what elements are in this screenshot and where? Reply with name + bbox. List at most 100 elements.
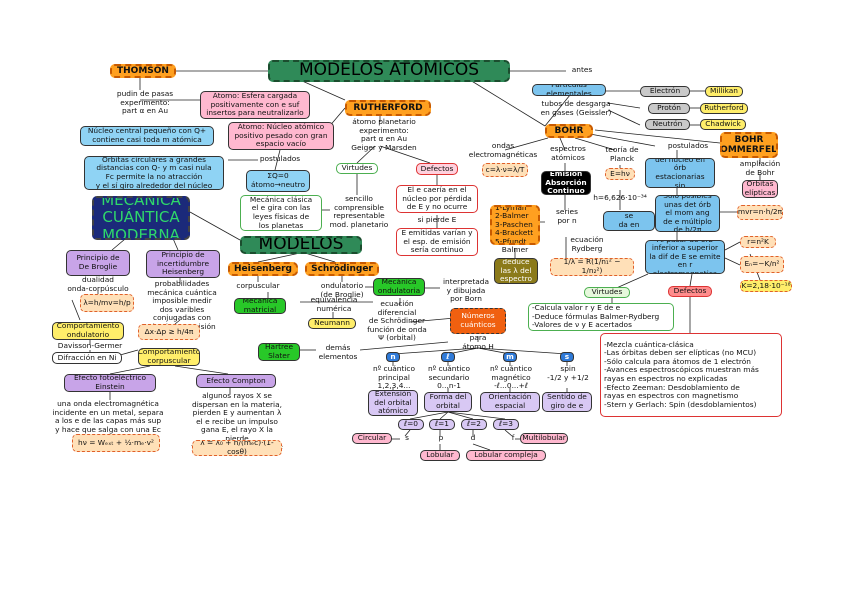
schrodinger-eq: ecuación diferencial de Schrödinger func… — [367, 299, 427, 343]
qn-n-symbol: n — [386, 352, 400, 362]
bohr-planck: teoría de Planck — [605, 145, 639, 163]
qn-l-desc: Forma del orbital — [424, 392, 472, 412]
quantum-numbers-node: Números cuánticos — [450, 308, 506, 334]
shape-lobular-compleja: Lobular compleja — [466, 450, 546, 461]
bohr-e-formula: Eₙ=−K/n² — [740, 256, 784, 273]
l-value-3: ℓ=3 — [493, 419, 519, 430]
shape-multilobular: Multilobular — [520, 433, 568, 444]
rutherford-defect2: E emitidas varían y el esp. de emisión s… — [396, 228, 478, 256]
bohr-node: BOHR — [545, 124, 593, 138]
schrodinger-ond: ondulatorio (de Broglie) — [320, 281, 364, 299]
bohr-balmer: Balmer — [501, 245, 529, 254]
l-value-1: ℓ=1 — [429, 419, 455, 430]
qn-l-name: nº cuántico secundario 0...n-1 — [427, 364, 470, 391]
corp-behaviour: Comportamiento corpuscular — [138, 348, 200, 366]
bohr-particles: Partículas elementales — [532, 84, 606, 96]
hartree-slater: Hartree Slater — [258, 343, 300, 361]
l-letter-f: f — [511, 433, 515, 442]
thomson-atom: Átomo: Esfera cargada positivamente con … — [200, 91, 310, 119]
heisenberg-model: Heisenberg — [228, 262, 298, 276]
qn-n-desc: Extensión del orbital atómico — [368, 390, 418, 416]
bohr-ehv: E=hν — [605, 168, 635, 180]
bohr-postulates: postulados — [667, 141, 709, 150]
difraction-ni: Difracción en Ni — [52, 352, 122, 364]
debroglie-node: Principio de De Broglie — [66, 250, 130, 276]
rutherford-atom: Átomo: Núcleo atómico positivo pesado co… — [228, 122, 334, 150]
other-elements: demás elementos — [318, 343, 358, 361]
heisenberg-principle: Principio de incertidumbre Heisenberg — [146, 250, 220, 278]
rutherford-mech: Mecánica clásica el e gira con las leyes… — [240, 195, 322, 231]
bohr-rutherford: Rutherford — [700, 103, 748, 114]
modern-node: MECÁNICA CUÁNTICA MODERNA — [92, 196, 190, 240]
born-interp: interpretada y dibujada por Born — [443, 277, 489, 304]
rutherford-orbits: Órbitas circulares a grandes distancias … — [84, 156, 224, 190]
bohr-defects: Defectos — [668, 286, 712, 297]
wave-behaviour: Comportamiento ondulatorio — [52, 322, 124, 340]
bohr-k-value: K=2,18·10⁻¹⁸ — [740, 280, 792, 292]
thomson-experiment: pudin de pasas experimento: part α en Au — [116, 89, 174, 116]
qn-l-symbol: ℓ — [441, 352, 455, 362]
bohr-neutron: Neutrón — [645, 119, 690, 130]
antes-label: antes — [571, 65, 593, 74]
thomson-node: THOMSON — [110, 64, 176, 78]
bohr-rydberg: 1/λ = R(1/n₁² − 1/n₂²) — [550, 258, 634, 276]
qn-s-symbol: s — [560, 352, 574, 362]
debroglie-dualidad: dualidad onda-corpúsculo — [67, 275, 129, 293]
rutherford-si-pierde: si pierde E — [417, 215, 457, 224]
debroglie-formula: λ=h/mv=h/p — [80, 294, 134, 312]
bohr-chadwick: Chadwick — [700, 119, 746, 130]
compton-formula: λ = λ₀ + h/(mₑc)·(1-cosθ) — [192, 440, 282, 456]
heisenberg-corp: corpuscular — [236, 281, 280, 290]
neumann-node: Neumann — [308, 318, 356, 329]
photoelectric-text: una onda electromagnética incidente en u… — [52, 399, 164, 434]
l-letter-s: s — [405, 433, 409, 442]
l-value-2: ℓ=2 — [461, 419, 487, 430]
compton-node: Efecto Compton — [196, 374, 276, 388]
sommerfeld-elliptic: Órbitas elípticas — [742, 180, 778, 198]
wave-mechanics: Mecánica ondulatoria — [373, 278, 425, 296]
models-node: MODELOS — [240, 236, 362, 254]
rutherford-postulates: postulados — [259, 154, 301, 163]
shape-circular: Circular — [352, 433, 392, 444]
bohr-series: 1-Lyman 2-Balmer 3-Paschen 4-Brackett 5-… — [490, 205, 540, 245]
bohr-h-value: h=6,626·10⁻³⁴ — [593, 193, 647, 202]
bohr-p2: Sólo posibles unas det órb el mom ang de… — [655, 195, 720, 232]
rutherford-defect1: El e caería en el núcleo por pérdida de … — [396, 185, 478, 213]
bohr-virtues-text: -Calcula valor r y E de e -Deduce fórmul… — [528, 303, 674, 331]
sommerfeld-ampl: ampliación de Bohr — [739, 159, 781, 177]
bohr-virtues: Virtudes — [584, 287, 630, 298]
qn-s-name: spin -1/2 y +1/2 — [547, 364, 589, 382]
rutherford-node: RUTHERFORD — [345, 100, 431, 116]
schrodinger-model: Schrödinger — [305, 262, 379, 276]
bohr-rydberg-label: ecuación Rydberg — [570, 235, 604, 253]
bohr-p1: e giran alrededor del núcleo en órb esta… — [645, 158, 715, 188]
bohr-millikan: Millikan — [705, 86, 743, 97]
equiv-numeric: equivalencia numérica — [310, 295, 358, 313]
l-value-0: ℓ=0 — [398, 419, 424, 430]
qn-m-desc: Orientación espacial — [480, 392, 540, 412]
l-letter-p: p — [438, 433, 444, 442]
photoelectric-node: Efecto fotoeléctrico Einstein — [64, 374, 156, 392]
rutherford-defects: Defectos — [416, 163, 458, 175]
bohr-tubes: tubos de desgarga en gases (Geissler) — [540, 99, 612, 117]
rutherford-virtues: Virtudes — [336, 163, 378, 174]
qn-m-symbol: m — [503, 352, 517, 362]
qn-s-desc: Sentido de giro de e — [542, 392, 592, 412]
main-title: MODELOS ATOMICOS — [268, 60, 510, 82]
bohr-quanta: La emisión se da en quanta — [603, 211, 655, 231]
bohr-p3: Al pasar de orb inferior a superior la d… — [645, 240, 725, 274]
photoelectric-formula: hν = Wₑₓₜ + ½·mₑ·v² — [72, 434, 160, 452]
para-atomo-h: para átomo H — [462, 333, 494, 351]
bohr-r-formula: r=n²K — [740, 236, 776, 248]
bohr-emission: Emisión Absorción Continuo — [541, 171, 591, 195]
bohr-waves: ondas electromagnéticas — [468, 141, 538, 159]
rutherford-planetary: átomo planetario experimento: part α en … — [351, 117, 417, 152]
matrix-mechanics: Mecánica matricial — [234, 298, 286, 314]
bohr-series-label: series por n — [556, 207, 578, 225]
rutherford-virtues-text: sencillo comprensible representable mod.… — [329, 194, 389, 229]
bohr-c-formula: c=λ·ν=λ/T — [482, 163, 528, 177]
bohr-proton: Protón — [648, 103, 690, 114]
l-letter-d: d — [470, 433, 476, 442]
bohr-defects-text: -Mezcla cuántica-clásica -Las órbitas de… — [600, 333, 782, 417]
